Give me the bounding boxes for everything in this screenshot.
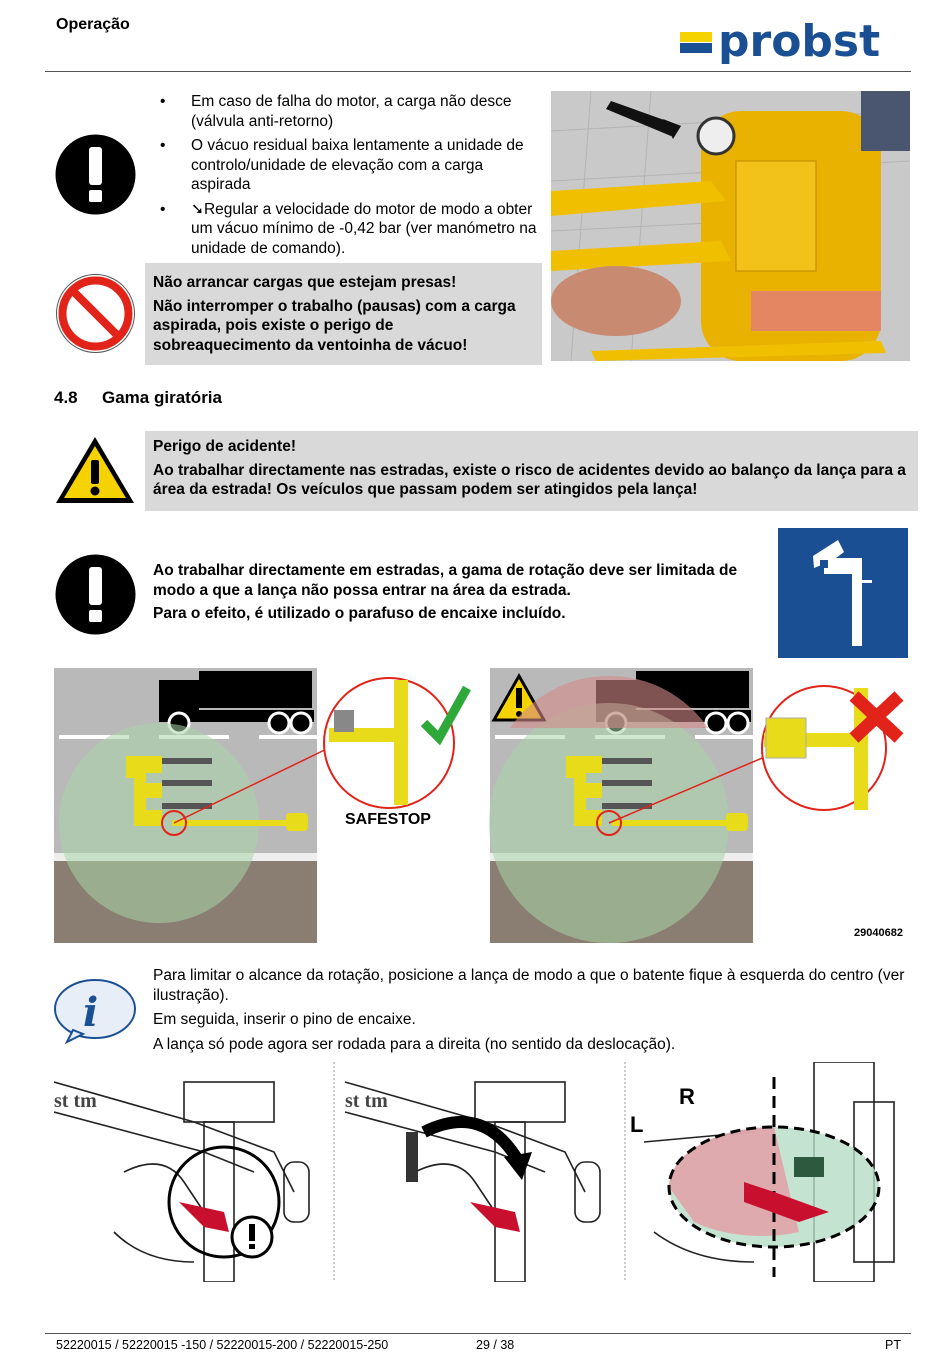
bullet-item: Em caso de falha do motor, a carga não d… — [160, 92, 540, 131]
zoom-safestop-wrong: 29040682 — [761, 685, 904, 939]
warning-triangle-icon — [56, 437, 134, 503]
footer-models: 52220015 / 52220015 -150 / 52220015-200 … — [56, 1338, 389, 1352]
figure-number: 29040682 — [854, 927, 903, 939]
section-title: 4.8 Gama giratória — [54, 388, 222, 408]
correct-setup-panel — [54, 668, 340, 943]
safestop-label: SAFESTOP — [345, 811, 431, 828]
warning-box-prohibition: Não arrancar cargas que estejam presas! … — [145, 263, 542, 365]
mandatory-action-icon — [55, 134, 136, 215]
bullet-item: ➘Regular a velocidade do motor de modo a… — [160, 200, 540, 259]
info-text-line: A lança só pode agora ser rodada para a … — [153, 1035, 676, 1053]
rotation-range-diagram: SAFESTOP 29040682 — [54, 668, 904, 943]
warning-box-accident: Perigo de acidente! Ao trabalhar directa… — [145, 431, 918, 511]
footer-divider — [45, 1333, 911, 1334]
bullet-list: Em caso de falha do motor, a carga não d… — [160, 92, 540, 263]
prohibition-icon — [56, 274, 135, 353]
direction-label-l: L — [630, 1112, 643, 1137]
zoom-safestop-ok: SAFESTOP — [323, 677, 471, 828]
warning-text: Perigo de acidente! — [153, 438, 296, 455]
lock-pin-illustrations: st tm st tm R L — [54, 1062, 895, 1282]
svg-text:st tm: st tm — [345, 1090, 388, 1112]
note-swing-limit: Ao trabalhar directamente em estradas, a… — [153, 561, 768, 628]
mandatory-action-icon — [55, 554, 136, 635]
info-icon: i — [54, 979, 136, 1044]
section-number: 4.8 — [54, 388, 78, 407]
direction-label-r: R — [679, 1084, 695, 1109]
svg-text:st tm: st tm — [54, 1090, 97, 1112]
photo-vacuum-gauge — [551, 91, 910, 361]
info-note: Para limitar o alcance da rotação, posic… — [153, 966, 913, 1059]
probst-logo: probst — [680, 18, 880, 64]
section-heading: Gama giratória — [102, 388, 222, 407]
info-text-line: Para limitar o alcance da rotação, posic… — [153, 967, 905, 1004]
lock-pin-sign-icon — [778, 528, 908, 658]
warning-text: Não arrancar cargas que estejam presas! — [153, 274, 457, 291]
note-text: Ao trabalhar directamente em estradas, a… — [153, 562, 738, 599]
svg-text:i: i — [83, 989, 98, 1036]
footer-language: PT — [885, 1338, 901, 1352]
bullet-item: O vácuo residual baixa lentamente a unid… — [160, 136, 540, 195]
warning-text: Ao trabalhar directamente nas estradas, … — [153, 461, 906, 499]
incorrect-setup-panel — [489, 668, 775, 943]
note-text: Para o efeito, é utilizado o parafuso de… — [153, 605, 566, 622]
svg-text:probst: probst — [718, 18, 880, 64]
warning-text: Não interromper o trabalho (pausas) com … — [153, 297, 516, 354]
info-text-line: Em seguida, inserir o pino de encaixe. — [153, 1011, 416, 1028]
section-header: Operação — [56, 16, 130, 33]
header-divider — [45, 71, 911, 72]
footer-page-number: 29 / 38 — [476, 1338, 515, 1352]
